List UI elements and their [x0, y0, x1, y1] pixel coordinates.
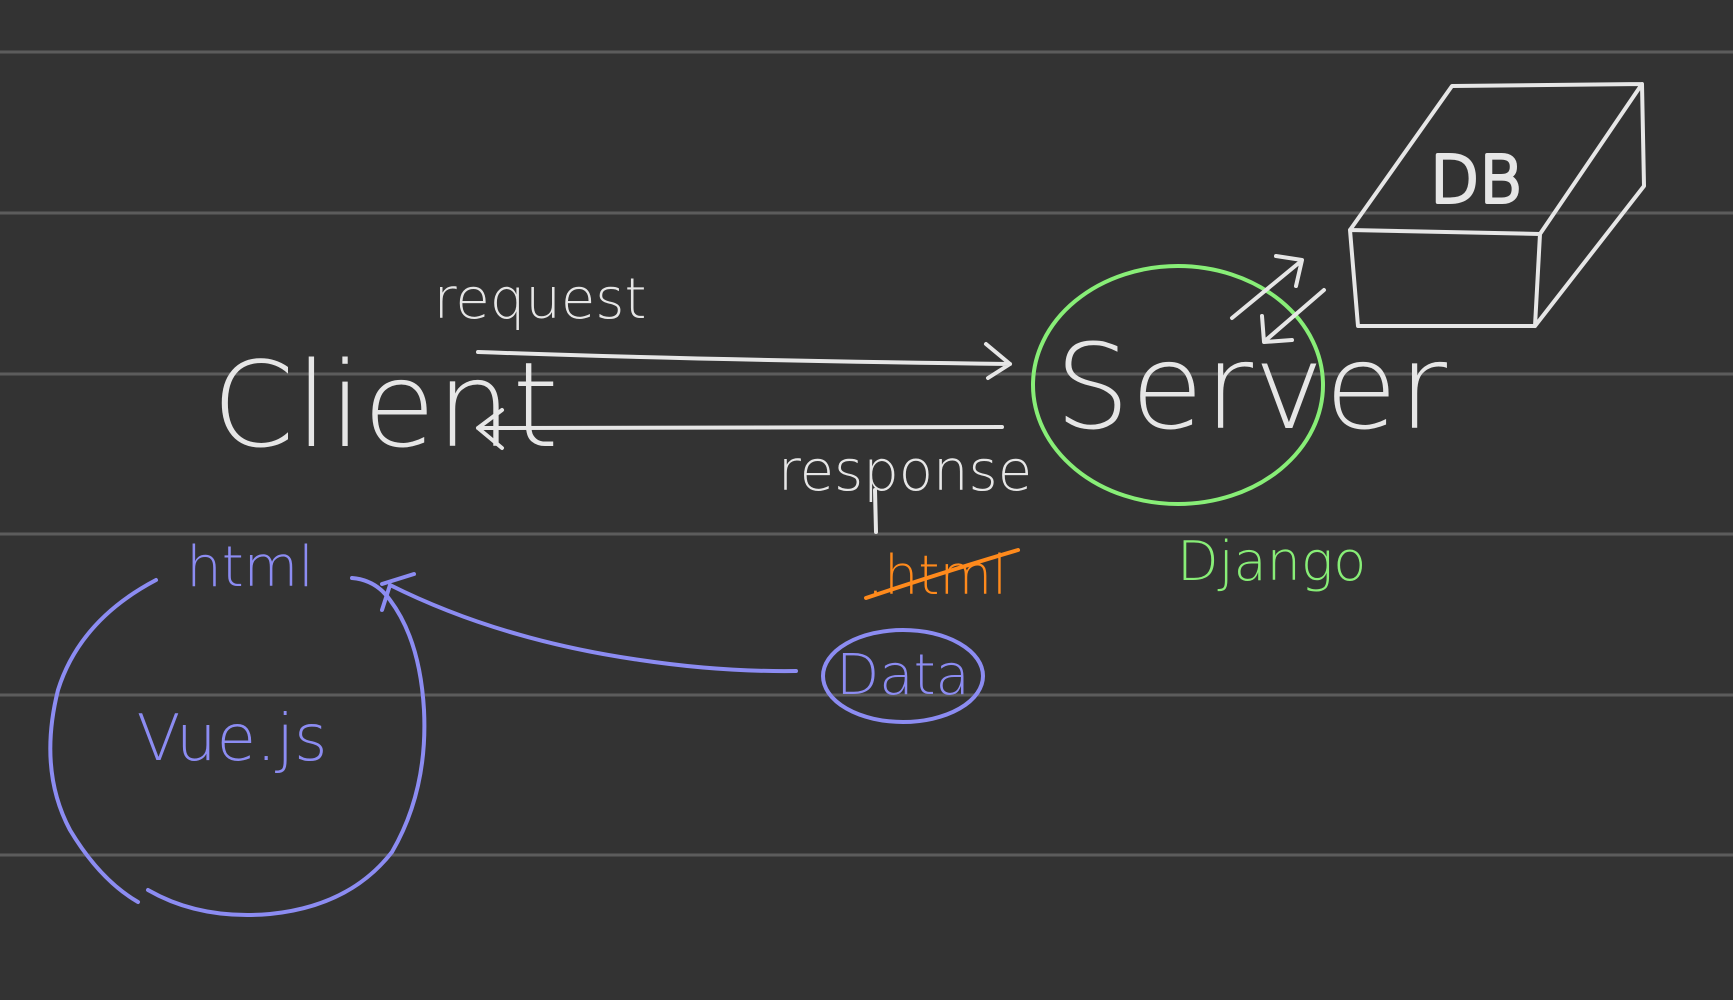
data-node: Data	[821, 628, 985, 724]
data-label: Data	[836, 643, 970, 708]
strike-through-line	[864, 548, 1020, 600]
client-label: Client	[212, 336, 560, 474]
db-node: DB	[1348, 82, 1646, 328]
response-arrow: response	[476, 408, 1032, 534]
request-arrow: request	[434, 267, 1012, 380]
data-to-html-arrow	[380, 572, 798, 674]
arrow-to-db	[1230, 254, 1304, 320]
request-arrow-line	[476, 342, 1012, 380]
struck-html: .html	[864, 544, 1020, 607]
server-label: Server	[1055, 318, 1448, 456]
server-db-arrows	[1230, 254, 1326, 344]
vue-circle	[48, 576, 427, 917]
db-label: DB	[1430, 144, 1521, 218]
response-arrow-line	[476, 408, 1004, 450]
db-box-outline	[1348, 82, 1646, 328]
arrow-from-db	[1260, 288, 1326, 344]
ruled-lines	[0, 50, 1733, 857]
django-label: Django	[1177, 530, 1366, 593]
server-node: Server Django	[1031, 264, 1448, 593]
html-label: html	[186, 535, 314, 600]
request-label: request	[434, 267, 647, 332]
response-tick	[873, 488, 878, 534]
response-label: response	[778, 439, 1032, 504]
vue-node: html Vue.js	[48, 535, 427, 917]
vue-label: Vue.js	[137, 702, 328, 776]
data-oval	[821, 628, 985, 724]
server-circle	[1031, 264, 1325, 506]
